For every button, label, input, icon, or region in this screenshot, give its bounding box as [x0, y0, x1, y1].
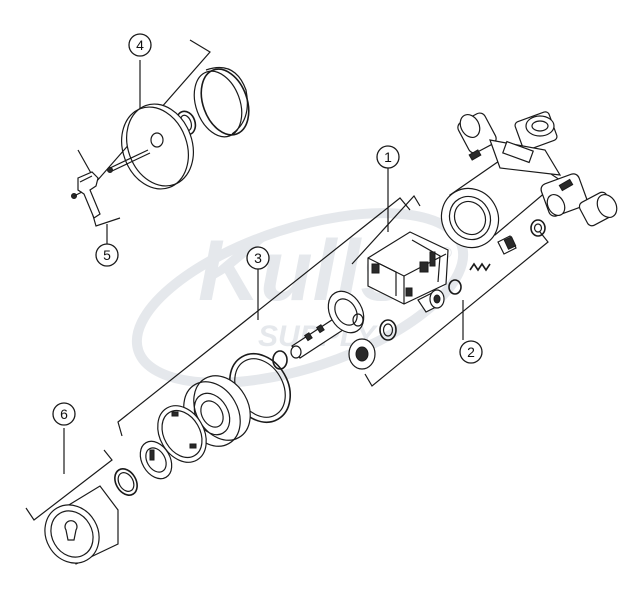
valve-body-housing [440, 111, 618, 255]
thermostatic-cartridge [351, 165, 491, 341]
callout-5: 5 [95, 243, 119, 267]
callout-3: 3 [246, 246, 270, 270]
lever-handle [71, 171, 121, 227]
stem-spindle [290, 290, 376, 370]
knob-handle [25, 428, 119, 565]
callout-3-label: 3 [254, 250, 262, 266]
bonnet-assembly [114, 197, 411, 496]
callout-5-label: 5 [103, 247, 111, 263]
callout-1-label: 1 [384, 149, 392, 165]
escutcheon-assembly [77, 39, 250, 190]
callout-6: 6 [52, 402, 76, 426]
callout-6-label: 6 [60, 406, 68, 422]
callout-4: 4 [128, 33, 152, 57]
callout-2-label: 2 [467, 344, 475, 360]
callout-4-label: 4 [136, 37, 144, 53]
callout-2: 2 [459, 340, 483, 364]
callout-1: 1 [376, 145, 400, 169]
bracket-2 [364, 231, 549, 387]
